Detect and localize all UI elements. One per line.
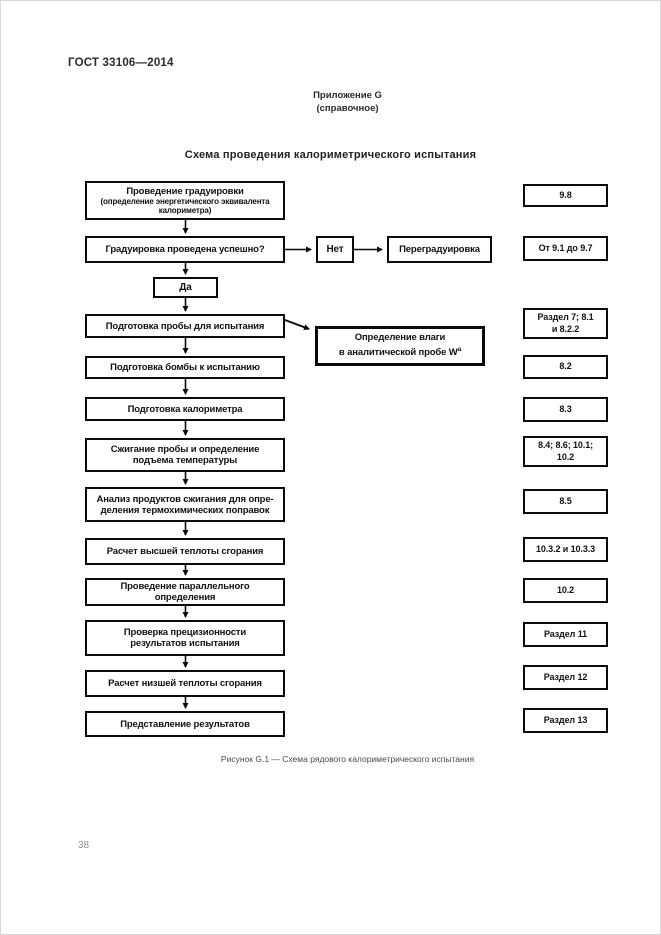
flow-step-recalibration: Переградуировка	[387, 236, 492, 263]
ref-precision-check: Раздел 11	[523, 622, 608, 647]
flow-step-label: Проведение градуировки	[126, 186, 244, 197]
ref-prepare-bomb: 8.2	[523, 355, 608, 379]
ref-calc-net-heat: Раздел 12	[523, 665, 608, 690]
flow-step-report-results: Представление результатов	[85, 711, 285, 737]
flow-step-prepare-bomb: Подготовка бомбы к испытанию	[85, 356, 285, 379]
flow-step-prepare-calorimeter: Подготовка калориметра	[85, 397, 285, 421]
ref-calc-gross-heat: 10.3.2 и 10.3.3	[523, 537, 608, 562]
flow-step-combustion: Сжигание пробы и определение подъема тем…	[85, 438, 285, 472]
figure-caption: Рисунок G.1 — Схема рядового калориметри…	[220, 754, 475, 764]
ref-combustion: 8.4; 8.6; 10.1; 10.2	[523, 436, 608, 467]
ref-analysis: 8.5	[523, 489, 608, 514]
flow-step-prepare-sample: Подготовка пробы для испытания	[85, 314, 285, 338]
ref-report-results: Раздел 13	[523, 708, 608, 733]
flow-step-calibration: Проведение градуировки (определение энер…	[85, 181, 285, 220]
ref-calibration: 9.8	[523, 184, 608, 207]
flow-side-moisture-determination: Определение влаги в аналитической пробе …	[315, 326, 485, 366]
flow-step-calc-gross-heat: Расчет высшей теплоты сгорания	[85, 538, 285, 565]
flow-step-analysis-corrections: Анализ продуктов сжигания для опре- деле…	[85, 487, 285, 522]
appendix-title: Приложение G	[313, 90, 382, 101]
flow-decision-calibration-success: Градуировка проведена успешно?	[85, 236, 285, 263]
appendix-heading: Приложение G (справочное)	[17, 89, 661, 115]
flow-branch-no: Нет	[316, 236, 354, 263]
ref-prepare-sample: Раздел 7; 8.1 и 8.2.2	[523, 308, 608, 339]
moisture-line2: в аналитической пробе Wа	[338, 346, 462, 359]
moisture-line1: Определение влаги	[354, 332, 446, 344]
flow-step-sublabel: (определение энергетического эквивалента…	[100, 197, 270, 215]
flow-step-parallel-determination: Проведение параллельного определения	[85, 578, 285, 606]
ref-prepare-calorimeter: 8.3	[523, 397, 608, 422]
flow-step-calc-net-heat: Расчет низшей теплоты сгорания	[85, 670, 285, 697]
ref-parallel-determination: 10.2	[523, 578, 608, 603]
flow-step-precision-check: Проверка прецизионности результатов испы…	[85, 620, 285, 656]
moisture-superscript: а	[457, 346, 462, 354]
ref-recalibration-range: От 9.1 до 9.7	[523, 236, 608, 261]
appendix-subtitle: (справочное)	[316, 103, 379, 114]
page-number: 38	[78, 840, 90, 851]
flow-branch-yes: Да	[153, 277, 218, 298]
scheme-title: Схема проведения калориметрического испы…	[184, 149, 477, 161]
standard-code: ГОСТ 33106—2014	[68, 57, 174, 69]
